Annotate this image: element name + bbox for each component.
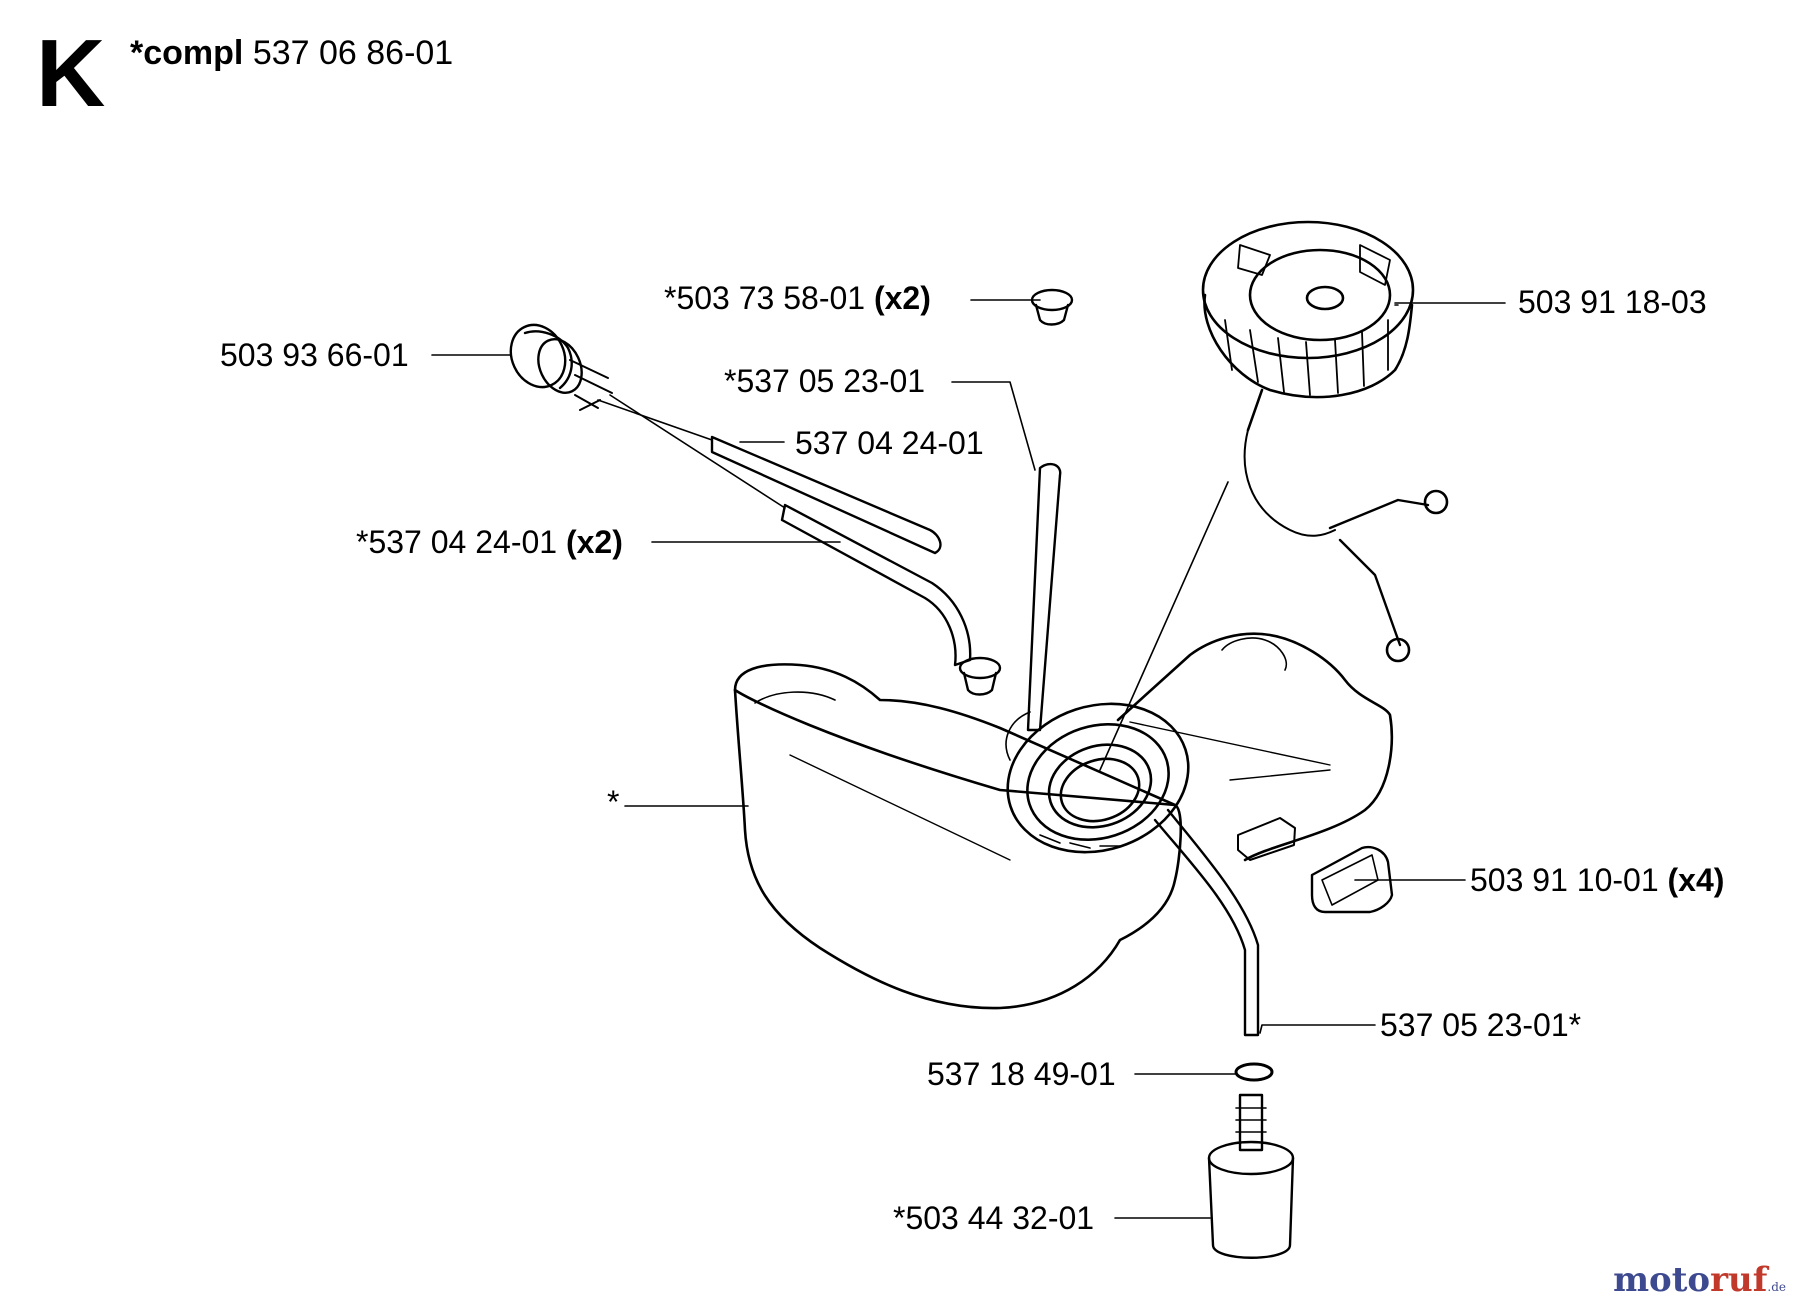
- label-o-ring: 537 18 49-01: [927, 1056, 1116, 1092]
- label-fuel-filter: *503 44 32-01: [893, 1200, 1095, 1236]
- watermark-logo: motoruf.de: [1613, 1260, 1786, 1300]
- label-grommet-top: *503 73 58-01 (x2): [664, 280, 931, 316]
- assembly-prefix: *compl: [130, 34, 244, 72]
- label-rubber-mount: 503 91 10-01 (x4): [1470, 862, 1725, 898]
- fuel-filter: [1207, 1093, 1295, 1259]
- hose-left-a: [1026, 462, 1062, 732]
- fuel-tank: [733, 481, 1393, 1010]
- label-hose-c: *537 04 24-01 (x2): [356, 524, 623, 560]
- hose-b: [710, 435, 942, 555]
- label-primer-bulb: 503 93 66-01: [220, 337, 409, 373]
- leader-fuel-hose: [1259, 1024, 1376, 1034]
- hose-c: [780, 503, 972, 667]
- grommets: [958, 288, 1074, 696]
- hoses: [597, 394, 1260, 1037]
- primer-bulb: [509, 323, 613, 411]
- section-letter: K: [36, 20, 106, 127]
- label-hose-left-a: *537 05 23-01: [724, 363, 926, 399]
- rubber-mount: [1310, 846, 1394, 914]
- leader-lines: [431, 299, 1506, 1219]
- leader-hose-left-a: [951, 381, 1036, 471]
- fuel-hose: [1153, 808, 1260, 1037]
- label-tank: *: [607, 784, 620, 820]
- fuel-cap: [1201, 220, 1449, 663]
- o-ring-shape: [1234, 1062, 1274, 1082]
- assembly-part-number: 537 06 86-01: [252, 34, 454, 72]
- label-hose-b: 537 04 24-01: [795, 425, 984, 461]
- assembly-number: *compl 537 06 86-01: [130, 36, 453, 70]
- label-fuel-cap: 503 91 18-03: [1518, 284, 1707, 320]
- label-fuel-hose: 537 05 23-01*: [1380, 1007, 1582, 1043]
